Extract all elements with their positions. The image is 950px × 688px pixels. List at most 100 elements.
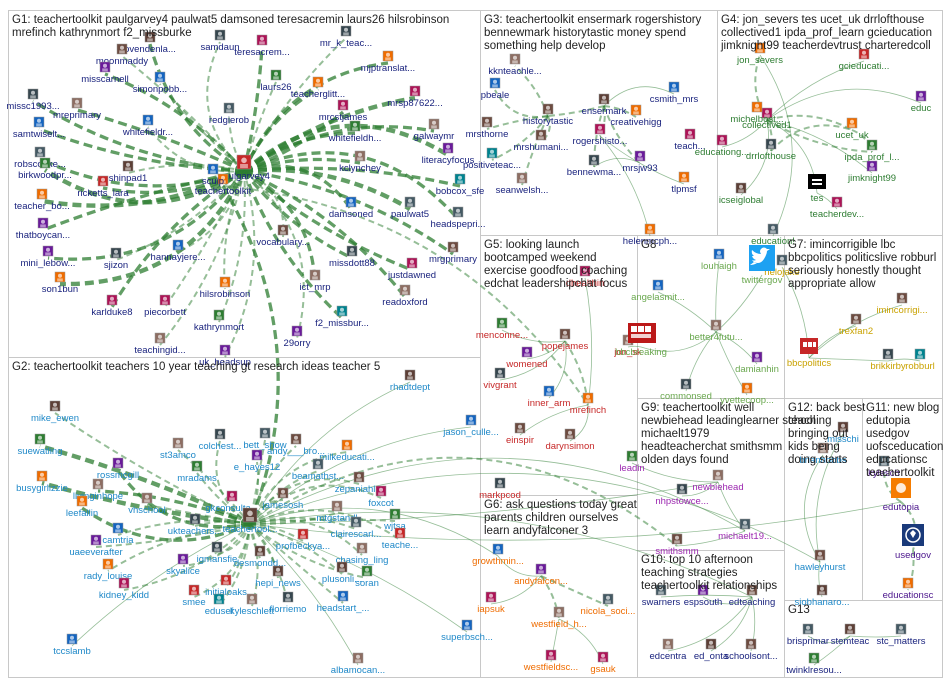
node-samtwiselt...[interactable]: samtwiselt... xyxy=(13,116,65,140)
node-son1bun[interactable]: son1bun xyxy=(42,271,78,295)
node-darynsimon[interactable]: darynsimon xyxy=(545,428,595,452)
node-popejames[interactable]: popejames xyxy=(542,328,589,352)
node-commonsed[interactable]: commonsed xyxy=(660,378,712,402)
node-growthmin...[interactable]: growthmin... xyxy=(472,543,524,567)
node-rogershisto...[interactable]: rogershisto... xyxy=(573,123,628,147)
node-collectived1[interactable]: collectived1 xyxy=(742,107,792,131)
node-creativehigg[interactable]: creativehigg xyxy=(610,104,662,128)
node-inner_arm[interactable]: inner_arm xyxy=(528,385,571,409)
node-espsouth[interactable]: espsouth xyxy=(684,584,723,608)
node-literacyfocus[interactable]: literacyfocus xyxy=(422,142,475,166)
node-usedgov[interactable]: usedgov xyxy=(895,524,931,561)
node-brisprimar[interactable]: brisprimar xyxy=(787,623,829,647)
node-initialoaks[interactable]: initialoaks xyxy=(205,574,247,598)
node-womened[interactable]: womened xyxy=(505,346,548,370)
node-swarners[interactable]: swarners xyxy=(642,584,681,608)
node-superbsch...[interactable]: superbsch... xyxy=(441,619,493,643)
node-mjptranslat...[interactable]: mjptranslat... xyxy=(361,50,415,74)
node-birkwoodpr...[interactable]: birkwoodpr... xyxy=(18,157,72,181)
node-smithsmm[interactable]: smithsmm xyxy=(655,533,699,557)
node-redgierob[interactable]: redgierob xyxy=(209,102,249,126)
node-missc1993...[interactable]: missc1993... xyxy=(6,88,60,112)
node-kathrynmort[interactable]: kathrynmort xyxy=(194,309,245,333)
node-rossmcgill[interactable]: rossmcgill xyxy=(97,457,139,481)
node-kylesch[interactable]: kylesch xyxy=(868,455,900,479)
node-justdawned[interactable]: justdawned xyxy=(387,257,436,281)
node-ensermark[interactable]: ensermark xyxy=(582,93,627,117)
node-mtgstandl[interactable]: mtgstandl xyxy=(316,500,358,524)
node-29orry[interactable]: 29orry xyxy=(284,325,311,349)
node-ovendenla...[interactable]: ovendenla... xyxy=(124,31,176,55)
node-mrsjw93[interactable]: mrsjw93 xyxy=(622,150,658,174)
node-tlpmsf[interactable]: tlpmsf xyxy=(671,171,697,195)
node-jamesosh[interactable]: jamesosh xyxy=(262,487,304,511)
node-e_hayes12[interactable]: e_hayes12 xyxy=(234,449,280,473)
node-st3amco[interactable]: st3amco xyxy=(160,437,196,461)
node-ucet_uk[interactable]: ucet_uk xyxy=(835,117,869,141)
node-skyalice[interactable]: skyalice xyxy=(166,553,200,577)
node-drrlofthouse[interactable]: drrlofthouse xyxy=(746,138,796,162)
node-rady_louise[interactable]: rady_louise xyxy=(84,558,133,582)
node-teachertoolkit[interactable]: teachertoolkit xyxy=(195,173,252,197)
node-sculp[interactable]: sculp xyxy=(202,163,224,187)
node-hannayjere...[interactable]: hannayjere... xyxy=(151,239,206,263)
node-paulwat5[interactable]: paulwat5 xyxy=(391,196,429,220)
node-mradams[interactable]: mradams xyxy=(177,460,217,484)
node-paulgarvey4[interactable]: paulgarvey4 xyxy=(218,154,270,182)
node-headspepri...[interactable]: headspepri... xyxy=(431,206,486,230)
node-colchest...[interactable]: colchest... xyxy=(199,428,242,452)
node-educ[interactable]: educ xyxy=(911,90,932,114)
node-andyfalcon...[interactable]: andyfalcon... xyxy=(514,563,568,587)
node-shinpad1[interactable]: shinpad1 xyxy=(109,160,148,184)
node-robburl[interactable]: robburl xyxy=(905,348,935,372)
node-historytastic[interactable]: historytastic xyxy=(523,103,573,127)
node-missdott88[interactable]: missdott88 xyxy=(329,245,375,269)
node-teach...[interactable]: teach... xyxy=(674,128,706,152)
node-moonmaddy[interactable]: moonmaddy xyxy=(96,43,149,67)
node-bbcbreaking[interactable]: bbcbreaking xyxy=(615,323,667,358)
node-kclynchey[interactable]: kclynchey xyxy=(339,150,381,174)
node-educationsc[interactable]: educationsc xyxy=(883,577,934,601)
node-edcentra[interactable]: edcentra xyxy=(650,638,688,662)
node-markpcod[interactable]: markpcod xyxy=(479,477,521,501)
node-beamathst...[interactable]: beamathst... xyxy=(292,458,344,482)
node-jimknight99[interactable]: jimknight99 xyxy=(847,160,896,184)
node-hepi_news[interactable]: hepi_news xyxy=(255,565,301,589)
node-stemteac[interactable]: stemteac xyxy=(831,623,870,647)
node-whitefieldr...[interactable]: whitefieldr... xyxy=(122,114,173,138)
node-brikkirby[interactable]: brikkirby xyxy=(870,348,906,372)
node-trexfan2[interactable]: trexfan2 xyxy=(839,313,873,337)
node-schoolsont...[interactable]: schoolsont... xyxy=(724,638,778,662)
node-positiveteac...[interactable]: positiveteac... xyxy=(463,147,521,171)
node-headstart_...[interactable]: headstart_... xyxy=(317,590,370,614)
node-tccslamb[interactable]: tccslamb xyxy=(53,633,91,657)
node-tes[interactable]: tes xyxy=(808,174,826,204)
node-desmondd...[interactable]: desmondd... xyxy=(234,545,286,569)
node-uaeeverafter[interactable]: uaeeverafter xyxy=(69,534,123,558)
node-livinginhope[interactable]: livinginhope xyxy=(73,478,123,502)
node-csmith_mrs[interactable]: csmith_mrs xyxy=(650,81,699,105)
node-dhealthin[interactable]: dhealthin xyxy=(566,265,605,289)
node-vocabulary...[interactable]: vocabulary... xyxy=(256,224,310,248)
node-nicola_soci...[interactable]: nicola_soci... xyxy=(581,593,636,617)
node-icseiglobal[interactable]: icseiglobal xyxy=(719,182,763,206)
node-educationg...[interactable]: educationg... xyxy=(695,134,749,158)
node-leefallin[interactable]: leefallin xyxy=(66,495,98,519)
node-albamocan...[interactable]: albamocan... xyxy=(331,652,385,676)
node-karlduke8[interactable]: karlduke8 xyxy=(91,294,133,318)
node-gcieducati...[interactable]: gcieducati... xyxy=(839,48,890,72)
node-mrshumani...[interactable]: mrshumani... xyxy=(514,129,569,153)
node-bennewma...[interactable]: bennewma... xyxy=(567,154,621,178)
node-newbiehead[interactable]: newbiehead xyxy=(692,469,744,493)
node-soran[interactable]: soran xyxy=(355,565,379,589)
node-busygirlizzie[interactable]: busygirlizzie xyxy=(16,470,68,494)
node-bbcpolitics[interactable]: bbcpolitics xyxy=(787,338,832,369)
node-igmansfie[interactable]: igmansfie xyxy=(197,541,238,565)
node-edteaching[interactable]: edteaching xyxy=(729,584,775,608)
node-vivgrant[interactable]: vivgrant xyxy=(483,367,517,391)
node-education![interactable]: education! xyxy=(751,223,795,247)
node-imincorrigi...[interactable]: imincorrigi... xyxy=(876,292,928,316)
node-piecorbett[interactable]: piecorbett xyxy=(144,294,186,318)
node-einspir[interactable]: einspir xyxy=(506,422,534,446)
node-simonpobb...[interactable]: simonpobb... xyxy=(133,71,187,95)
